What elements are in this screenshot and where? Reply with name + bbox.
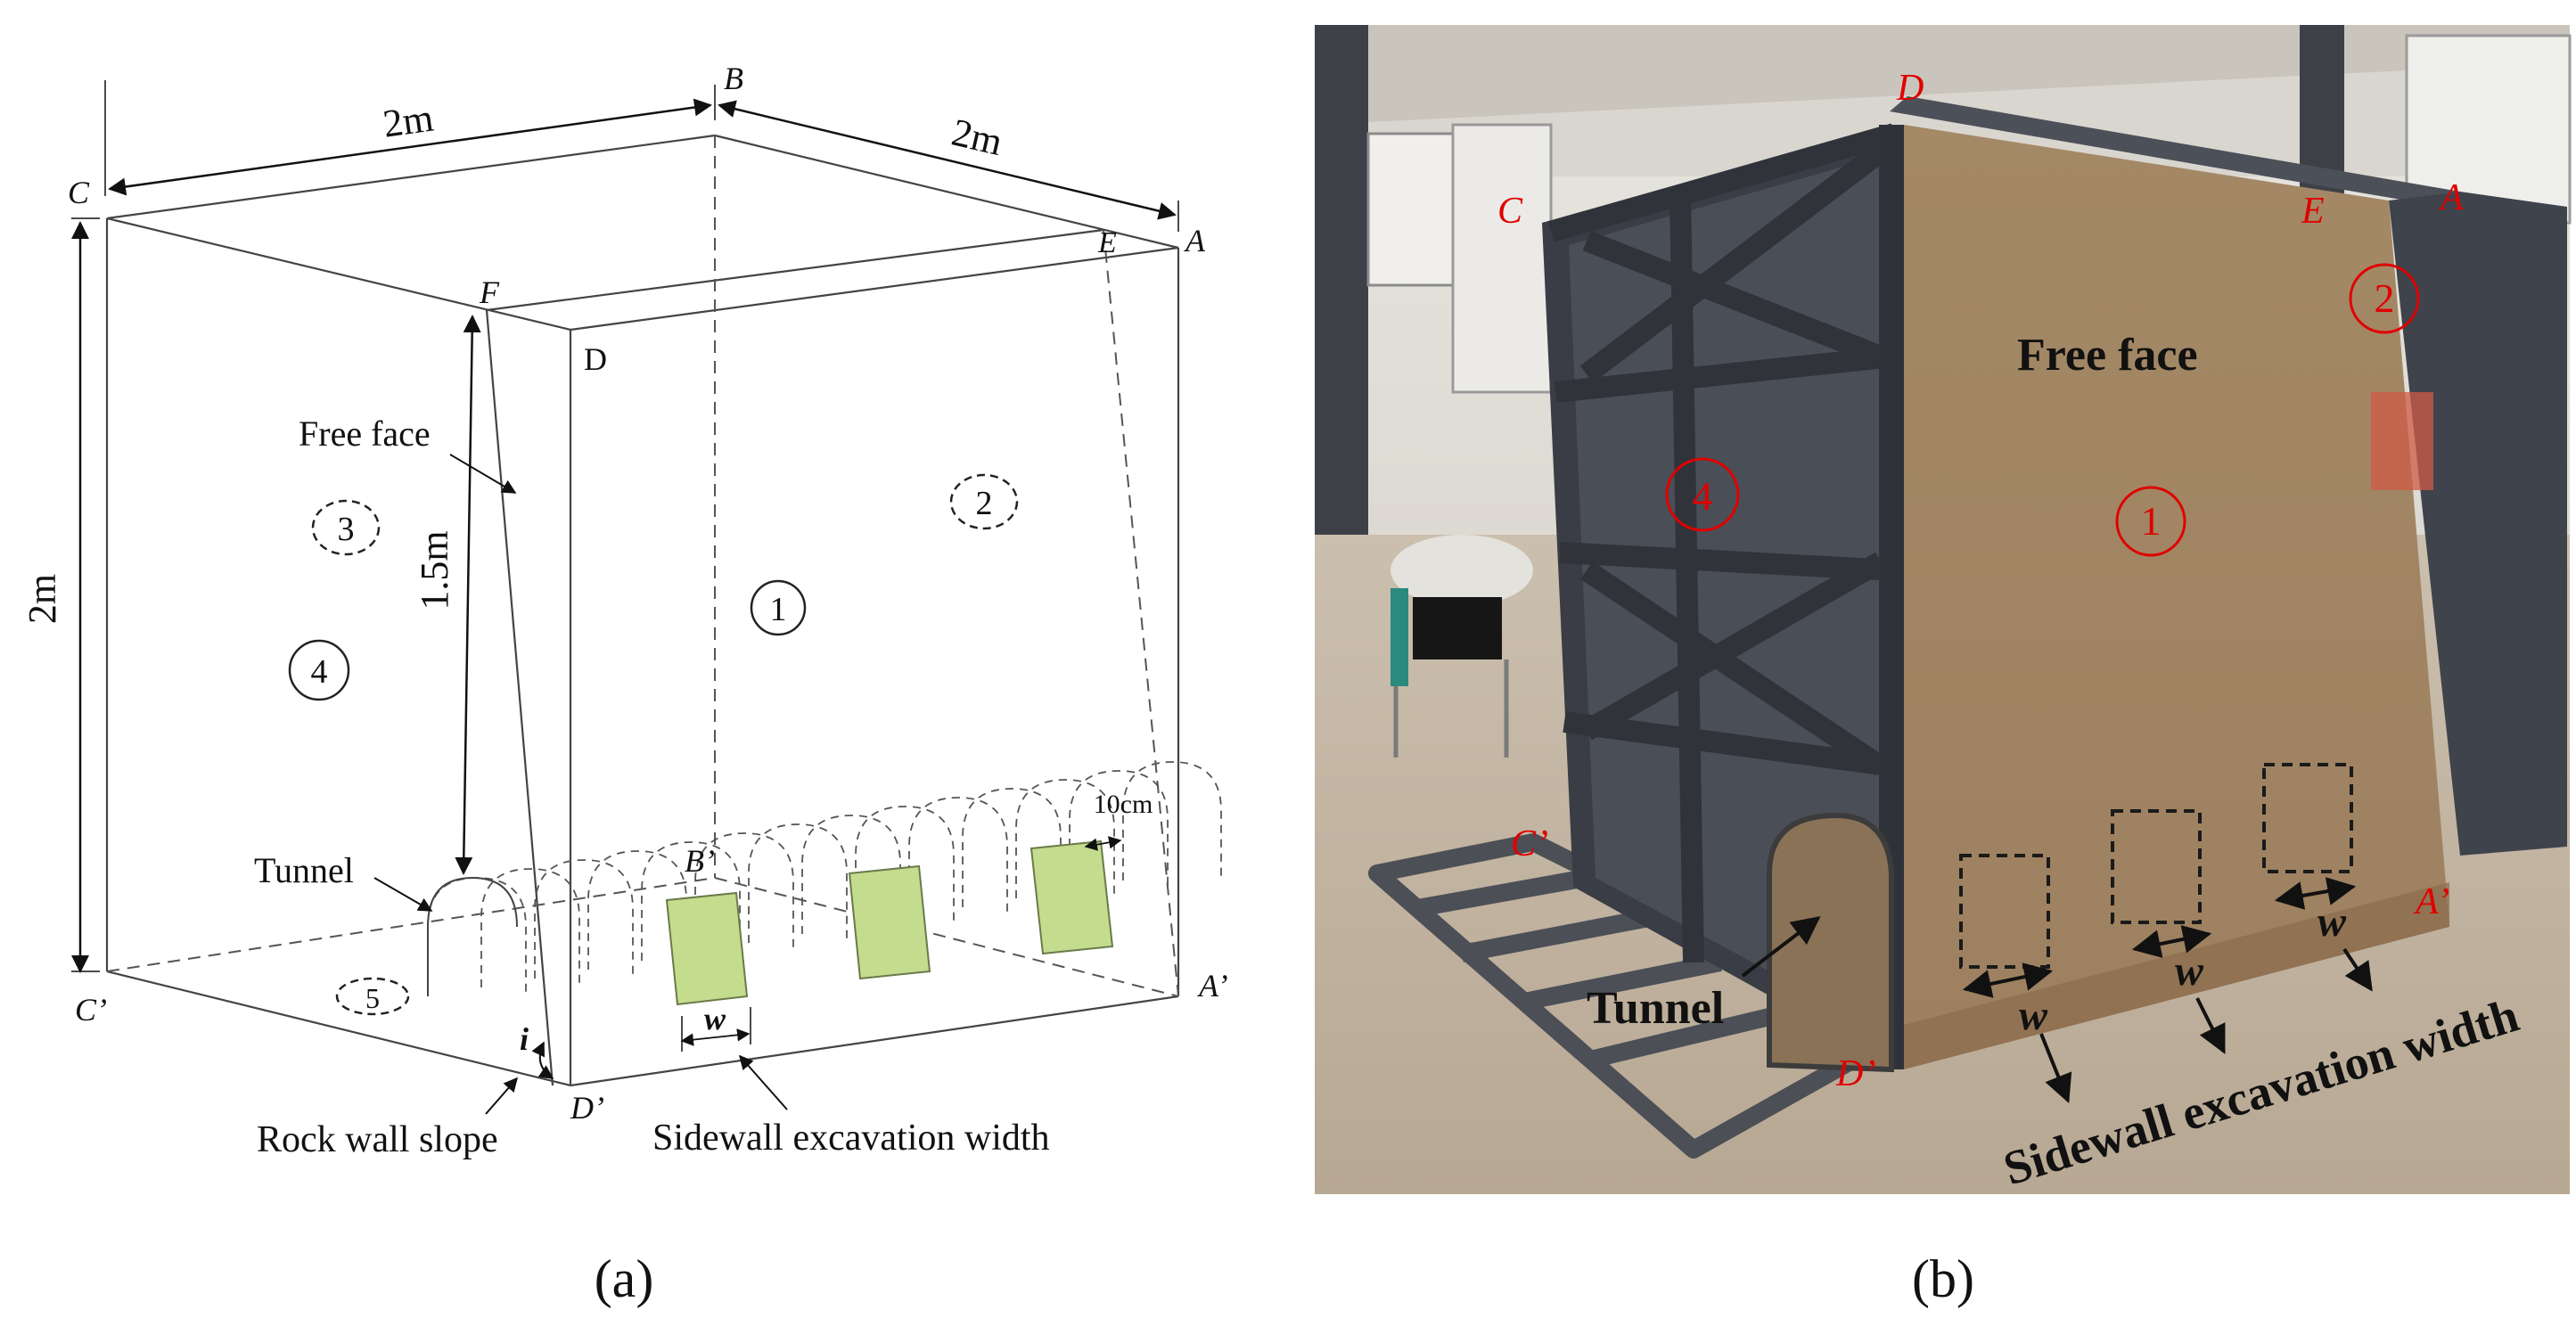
free-face-wall [1904,125,2449,1069]
region-4-number: 4 [311,653,328,691]
point-C-prime: C’ [75,992,107,1028]
photo-point-C: C [1497,191,1523,232]
photo-point-E: E [2301,191,2325,232]
tunnel-arch-segment [1069,770,1169,889]
photo-label-w-2: w [2175,947,2204,995]
label-rock-wall-slope: Rock wall slope [257,1119,498,1160]
point-D: D [584,341,607,377]
label-i: i [520,1021,529,1057]
point-F: F [479,274,500,310]
tunnel-arch-segment [427,877,527,996]
panel-b-photo: 1 2 4 D C E A C’ A’ D’ Free face Tunnel … [1315,25,2572,1308]
sidewall-block-3 [1030,839,1114,955]
dim-face-height: 1.5m [413,530,456,610]
caption-b: (b) [1912,1249,1974,1308]
point-A-prime: A’ [1197,968,1228,1003]
label-sidewall-excavation: Sidewall excavation width [652,1118,1050,1159]
region-2-circle [949,473,1019,530]
tunnel-arch-segment [480,868,580,987]
region-markers [288,473,1019,1016]
photo-label-w-1: w [2019,992,2048,1039]
label-tunnel: Tunnel [254,850,354,890]
point-C: C [68,175,90,210]
dim-height: 2m [21,574,64,624]
tunnel-arch-segment [855,806,955,925]
region-4-circle [288,639,350,701]
tunnel-opening [1767,812,1894,1073]
point-D-prime: D’ [570,1090,604,1126]
dim-tunnel-spacing: 10cm [1094,790,1153,819]
dim-top-left: 2m [381,95,437,145]
tunnel-arch-segment [641,841,741,961]
photo-arrows [1741,877,2373,1103]
label-free-face: Free face [299,414,431,454]
region-5-number: 5 [365,982,380,1014]
tunnel-arch-segment [748,823,848,943]
model-hidden-edges [106,135,1179,997]
region-1-circle [750,579,807,636]
photo-region-4-number: 4 [1693,473,1713,519]
dimension-lines [71,80,1179,1052]
leader-arrows [373,454,788,1115]
dim-top-right: 2m [948,111,1006,164]
photo-region-2-number: 2 [2375,275,2395,321]
sidewall-excavation-blocks [665,839,1114,1006]
region-5-circle [335,977,410,1016]
tunnel-front-arch [427,876,518,996]
tunnel-arch-segment [1122,761,1222,880]
photo-region-markers [1665,263,2420,557]
label-w: w [704,1001,726,1036]
sidewall-block-2 [848,864,931,980]
photo-region-4-circle [1665,457,1740,532]
excavation-outline-2 [2111,809,2202,924]
point-B: B [724,61,743,96]
photo-point-A-prime: A’ [2413,881,2449,922]
region-3-number: 3 [338,511,355,548]
photo-region-1-number: 1 [2141,498,2162,544]
tunnel-arch-segment [534,859,634,979]
sidewall-block-1 [665,891,749,1006]
photo-point-D: D [1896,68,1924,109]
photo-point-D-prime: D’ [1835,1053,1875,1094]
photo-point-C-prime: C’ [1511,823,1548,864]
panel-a-diagram: 1 2 3 4 5 2m 2m 2m 1.5m 10cm B C A E F D… [21,61,1228,1308]
region-1-number: 1 [770,591,787,628]
photo-point-A: A [2438,177,2464,218]
photo-region-1-circle [2115,486,2186,557]
point-B-prime: B’ [685,843,715,879]
tunnel-arch-segment [1015,779,1115,898]
excavation-outline-3 [2262,763,2353,873]
point-E: E [1097,226,1117,259]
tunnel-arch-segment [962,788,1062,907]
photo-label-w-3: w [2318,898,2347,946]
point-A: A [1184,223,1206,258]
top-beam [1890,96,2567,856]
photo-label-free-face: Free face [2017,330,2198,381]
region-2-number: 2 [976,485,993,522]
tunnel-arch-segment [801,815,901,934]
photo-label-tunnel: Tunnel [1587,983,1724,1034]
caption-a: (a) [595,1249,654,1308]
photo-region-2-circle [2349,263,2420,334]
tunnel-arch-segment [694,832,794,952]
tunnel-arch-segment [908,797,1008,916]
model-box-outline [105,134,1180,1087]
tunnel-arch-segment [587,850,687,970]
region-3-circle [311,499,381,556]
